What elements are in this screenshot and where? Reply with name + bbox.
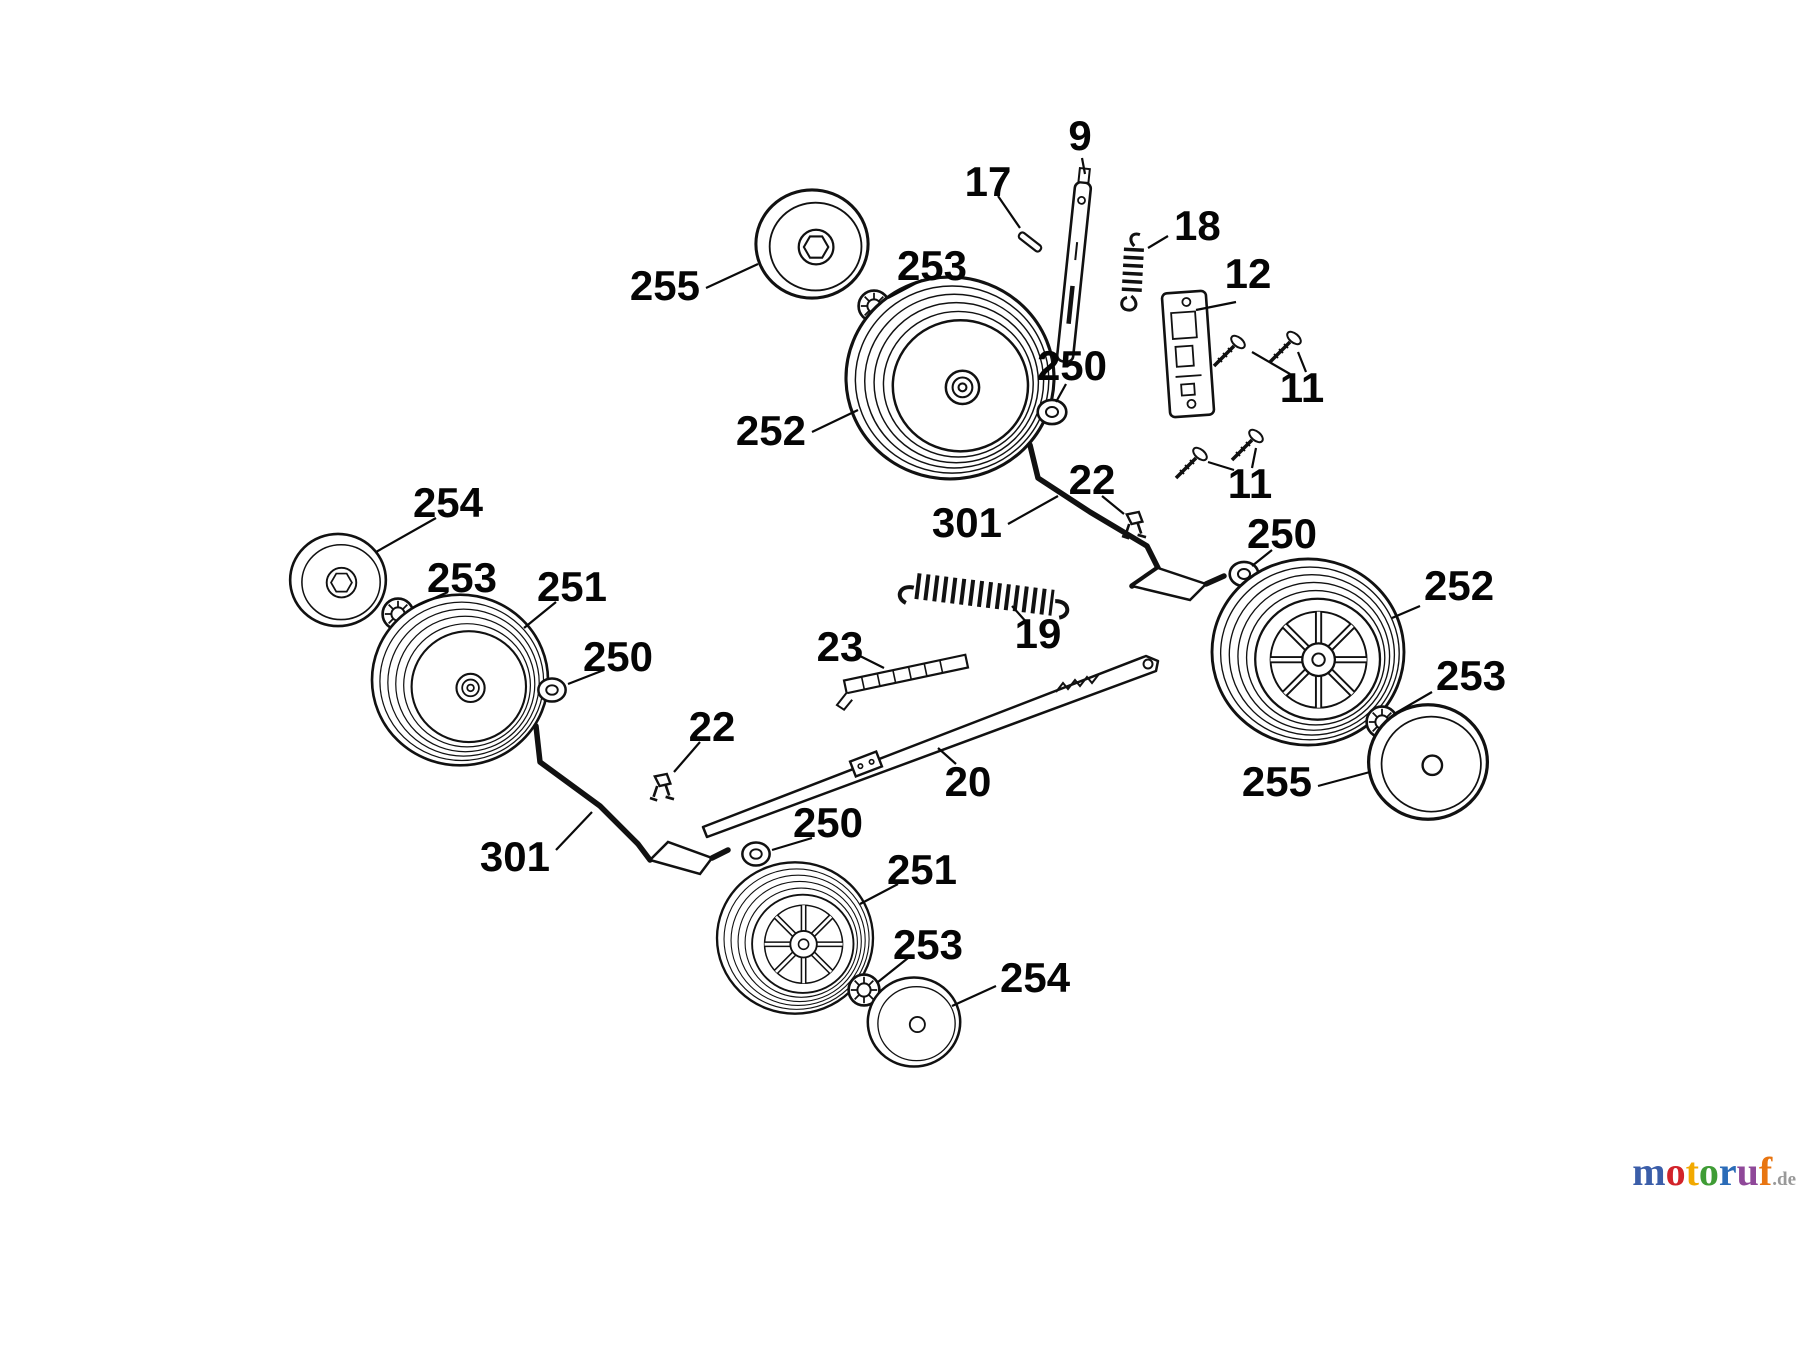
leader-253b — [1393, 691, 1433, 715]
label-part-20: 20 — [945, 758, 992, 805]
label-part-11-upper: 11 — [1280, 364, 1324, 411]
hubcap-254-bottom — [866, 976, 962, 1068]
label-part-252-right: 252 — [1424, 562, 1494, 609]
part-11-screw-a — [1212, 331, 1249, 368]
part-22-clip-lower — [648, 772, 676, 802]
washer-250-left — [537, 677, 567, 703]
part-301-rod-lower — [533, 723, 731, 876]
leader-254a — [375, 517, 437, 553]
brand-letter-m: m — [1632, 1149, 1666, 1194]
brand-letter-o2: o — [1698, 1149, 1719, 1194]
leader-253a — [887, 279, 923, 299]
label-part-250-left: 250 — [583, 633, 653, 680]
leader-11b-2 — [1250, 447, 1258, 469]
label-part-254-left: 254 — [413, 479, 484, 526]
part-17-pin — [1017, 231, 1043, 253]
hubcap-255-right — [1366, 703, 1490, 821]
label-part-18: 18 — [1174, 202, 1221, 249]
part-9-bar — [1055, 166, 1093, 364]
leader-11a-1 — [1251, 351, 1291, 375]
leader-19 — [1011, 605, 1029, 625]
part-11-screw-b — [1268, 327, 1305, 364]
leader-251a — [523, 601, 557, 629]
wheel-252-top — [844, 275, 1056, 481]
leader-250b — [1251, 549, 1273, 567]
label-part-251-bottom: 251 — [887, 846, 957, 893]
leader-18 — [1147, 235, 1169, 249]
part-22-clip-upper — [1120, 510, 1148, 540]
part-12-bracket — [1160, 289, 1216, 419]
leader-11a-2 — [1296, 351, 1308, 373]
part-labels: 9 17 18 12 11 11 255 253 252 250 301 22 … — [413, 112, 1506, 1001]
leader-20 — [937, 747, 957, 765]
part-301-rod-upper — [1027, 442, 1227, 602]
leader-22b — [673, 741, 701, 773]
label-part-253-right: 253 — [1436, 652, 1506, 699]
label-part-17: 17 — [965, 158, 1012, 205]
label-part-251-left: 251 — [537, 563, 607, 610]
part-11-screw-c — [1174, 443, 1211, 480]
washer-250-upper — [1036, 398, 1068, 426]
label-part-253-left: 253 — [427, 554, 497, 601]
leader-255a — [705, 263, 759, 289]
part-11-screw-d — [1230, 425, 1267, 462]
leader-253c — [411, 590, 449, 610]
brand-suffix-de: .de — [1772, 1169, 1796, 1190]
leader-23 — [859, 655, 885, 669]
washer-250-bottom — [741, 841, 771, 867]
leader-250d — [771, 836, 813, 852]
label-part-23: 23 — [817, 623, 864, 670]
leader-251b — [859, 883, 899, 905]
label-part-250-right: 250 — [1247, 510, 1317, 557]
hubcap-254-left — [288, 532, 388, 628]
leader-9 — [1080, 157, 1087, 175]
brand-letter-r: r — [1718, 1149, 1737, 1194]
leader-250a — [1055, 383, 1067, 403]
brand-letter-t: t — [1685, 1149, 1699, 1194]
label-part-9: 9 — [1068, 112, 1091, 159]
label-part-301-lower: 301 — [480, 833, 550, 880]
leader-255b — [1317, 770, 1371, 788]
label-part-19: 19 — [1015, 610, 1062, 657]
wheel-251-left — [370, 593, 550, 767]
hubcap-255-top — [754, 188, 870, 300]
brand-letter-f: f — [1758, 1149, 1773, 1194]
label-part-12: 12 — [1225, 250, 1272, 297]
label-part-22-upper: 22 — [1069, 456, 1116, 503]
part-23-strip — [835, 653, 970, 711]
brand-letter-o1: o — [1665, 1149, 1686, 1194]
label-part-252-top: 252 — [736, 407, 806, 454]
leader-252b — [1391, 604, 1421, 620]
leader-11b-1 — [1207, 460, 1235, 472]
leader-254b — [951, 984, 997, 1008]
motoruf-watermark: motoruf.de — [1560, 1152, 1796, 1192]
brand-letter-u: u — [1736, 1149, 1759, 1194]
label-part-250-bottom: 250 — [793, 799, 863, 846]
label-part-255-top: 255 — [630, 262, 700, 309]
label-part-254-bottom: 254 — [1000, 954, 1071, 1001]
label-part-250-upper: 250 — [1037, 342, 1107, 389]
leader-lines — [375, 157, 1433, 1008]
label-part-253-bottom: 253 — [893, 921, 963, 968]
leader-253d — [877, 957, 909, 983]
label-part-22-lower: 22 — [689, 703, 736, 750]
leader-12 — [1195, 300, 1237, 312]
label-part-255-right: 255 — [1242, 758, 1312, 805]
part-18-spring — [1120, 232, 1144, 312]
part-19-spring — [897, 573, 1070, 620]
leader-250c — [567, 668, 605, 686]
leader-17 — [997, 195, 1021, 229]
label-part-11-lower: 11 — [1228, 460, 1272, 507]
label-part-253-top: 253 — [897, 242, 967, 289]
leader-22a — [1101, 495, 1125, 515]
leader-301a — [1007, 495, 1059, 525]
leader-252a — [811, 409, 859, 433]
part-20-lever — [701, 654, 1160, 839]
leader-301b — [555, 811, 593, 851]
label-part-301-upper: 301 — [932, 499, 1002, 546]
